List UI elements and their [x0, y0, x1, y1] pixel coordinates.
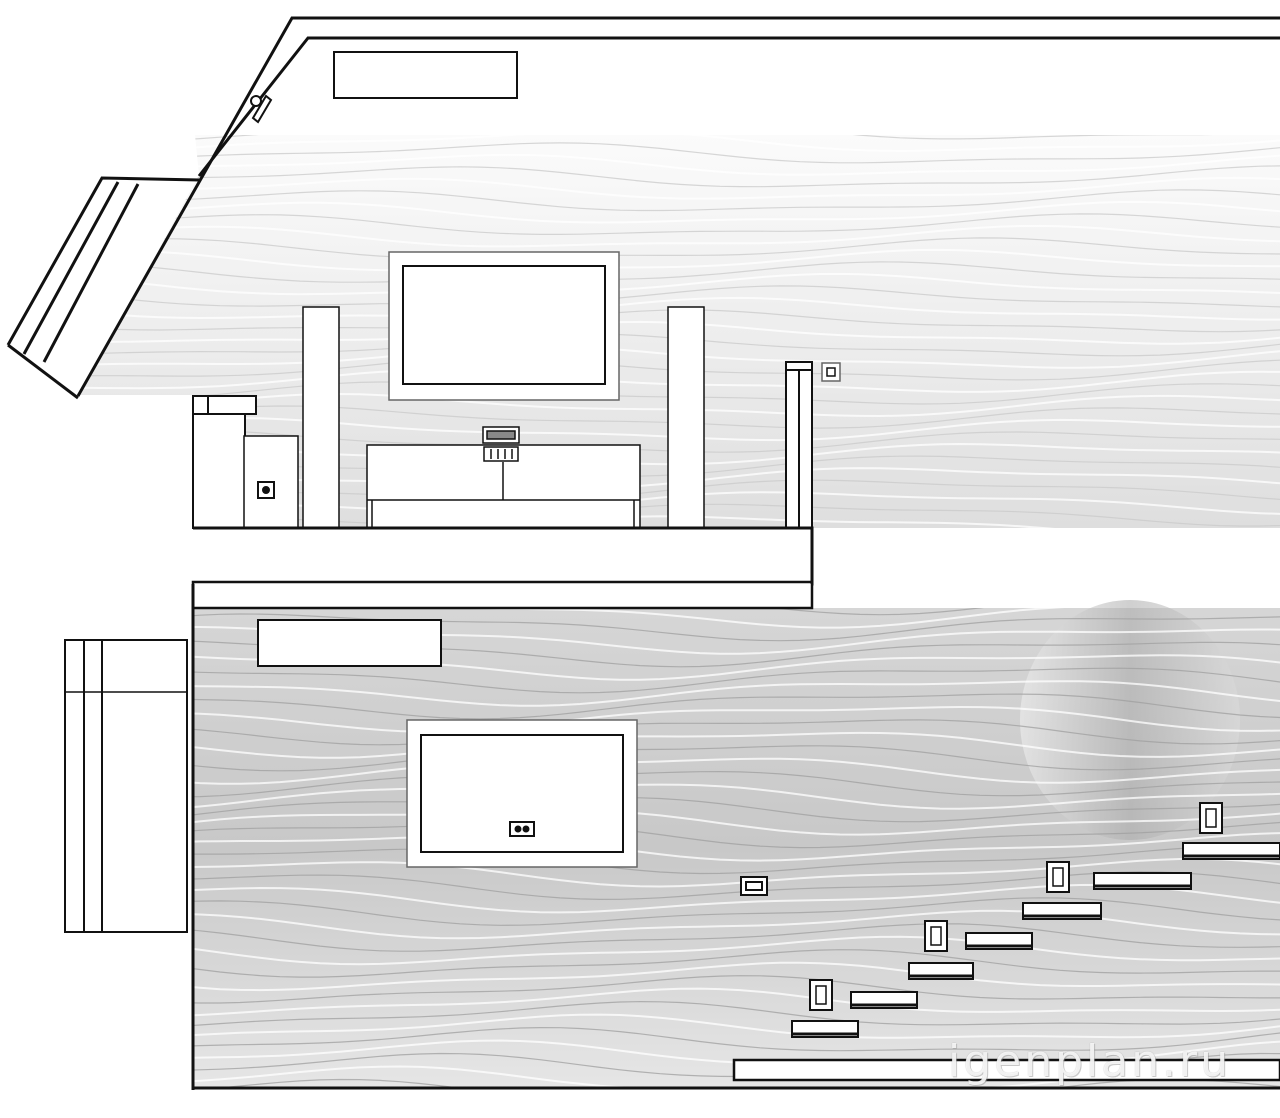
wave-line [80, 153, 1280, 179]
upper-left-wall-block [192, 395, 257, 529]
lower-wave-panel [193, 600, 1280, 1088]
wave-line [193, 719, 1280, 746]
roof-outline [6, 16, 1280, 400]
wave-line [193, 923, 1280, 952]
tall-side-column [785, 361, 813, 529]
wave-line [193, 757, 1280, 785]
wave-line [80, 309, 1280, 333]
wave-line [193, 680, 1280, 707]
av-receiver-icon [482, 426, 520, 462]
step-light-inner [815, 985, 827, 1005]
wave-line [80, 142, 1280, 167]
roof-hinge-icon [250, 94, 273, 124]
wave-line [193, 883, 1280, 914]
wave-line [193, 770, 1280, 798]
wave-line [80, 224, 1280, 248]
wave-line [80, 296, 1280, 321]
wave-line [193, 654, 1280, 681]
wave-line [80, 333, 1280, 357]
light-switch-icon [740, 876, 768, 896]
wave-line [80, 272, 1280, 296]
wave-line [193, 961, 1280, 992]
wave-line [80, 237, 1280, 259]
wave-line [193, 796, 1280, 823]
step-light-icon [1046, 861, 1070, 893]
wave-line [193, 693, 1280, 720]
wave-line [193, 783, 1280, 810]
wave-line [193, 731, 1280, 759]
wave-line [80, 261, 1280, 283]
staircase [791, 802, 1280, 1038]
wave-line [193, 975, 1280, 1004]
wave-line [193, 667, 1280, 694]
step-light-inner [930, 926, 942, 946]
step-light-icon [924, 920, 948, 952]
wave-line [80, 320, 1280, 345]
lower-wall-lamp-outline [257, 619, 442, 667]
wave-line [193, 608, 1065, 629]
wave-line [80, 213, 1280, 235]
wave-line [193, 845, 1280, 875]
wave-line [193, 705, 1280, 733]
step-light-icon [809, 979, 833, 1011]
wave-line [193, 832, 1280, 862]
speaker-column-right [667, 306, 705, 529]
wave-line [193, 809, 1280, 836]
lower-tv-screen [406, 719, 638, 868]
wave-line [80, 248, 1280, 272]
wave-line [193, 871, 1280, 901]
wall-light-icon [821, 362, 841, 382]
wave-line [80, 200, 1280, 224]
wave-line [80, 189, 1280, 212]
wave-line [193, 857, 1280, 888]
wave-line [193, 821, 1280, 849]
wave-line [193, 640, 1280, 668]
socket-icon [257, 481, 275, 499]
wave-line [80, 285, 1280, 308]
wave-line [193, 987, 1280, 1017]
wave-line [193, 745, 1280, 772]
upper-tv-screen [388, 251, 620, 401]
wave-line [193, 625, 1280, 655]
speaker-column-left [302, 306, 340, 529]
wave-line [80, 357, 1280, 381]
wave-line [193, 1013, 1280, 1039]
wave-line [193, 935, 1280, 966]
wave-line [80, 176, 1280, 200]
bottom-landing-step [732, 1058, 1280, 1082]
wave-line [193, 1026, 1280, 1052]
wave-line [193, 897, 1280, 926]
sofa-side-view [64, 639, 188, 933]
wave-line [80, 135, 1280, 143]
step-light-inner [1205, 808, 1217, 828]
wave-line [80, 368, 1280, 393]
wave-line [80, 344, 1280, 369]
wave-line [80, 135, 1280, 155]
wave-line [193, 1000, 1280, 1027]
tv-socket-icon [509, 821, 535, 837]
skylight-window [333, 51, 518, 99]
step-light-icon [1199, 802, 1223, 834]
wave-line [213, 1078, 1280, 1088]
wave-line [193, 613, 1280, 642]
step-light-inner [1052, 867, 1064, 887]
floor-slab [191, 526, 814, 610]
wave-line [193, 949, 1280, 978]
